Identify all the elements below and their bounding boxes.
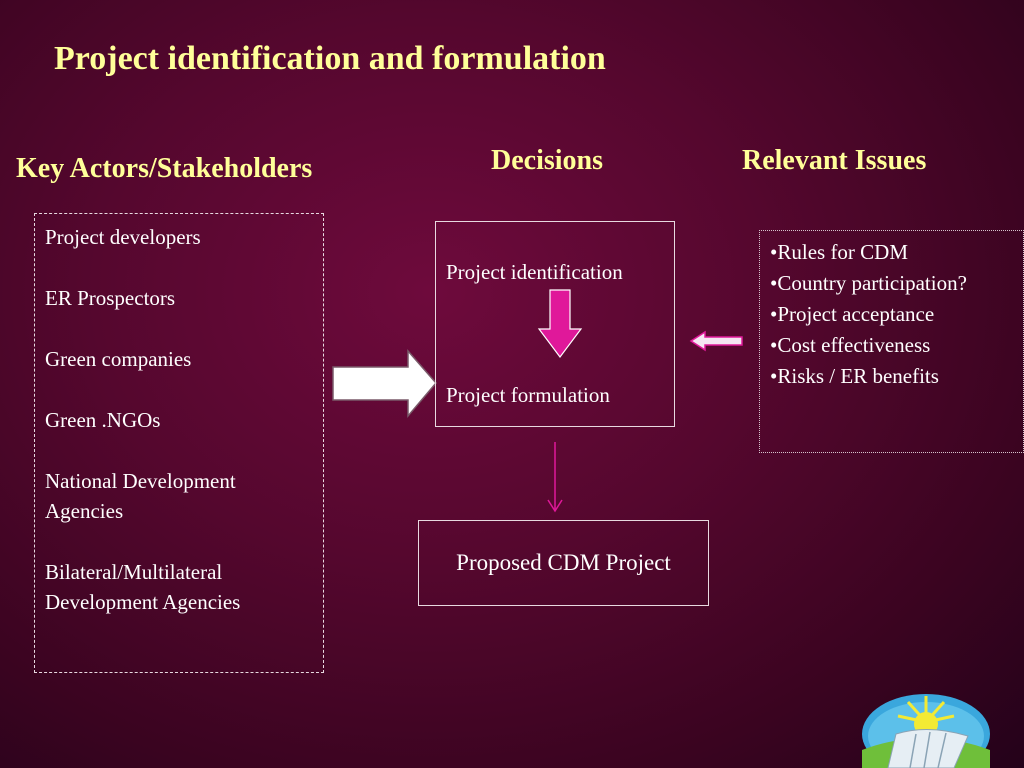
connector-down-icon bbox=[547, 442, 563, 513]
actor-item: ER Prospectors bbox=[45, 286, 176, 310]
issue-item: Country participation? bbox=[770, 268, 1023, 299]
issue-item: Project acceptance bbox=[770, 299, 1023, 330]
actor-item: Green companies bbox=[45, 347, 192, 371]
page-title: Project identification and formulation bbox=[54, 40, 606, 77]
issue-item: Cost effectiveness bbox=[770, 330, 1023, 361]
decisions-box bbox=[435, 221, 675, 427]
heading-decisions: Decisions bbox=[491, 145, 603, 176]
actor-item: National Development Agencies bbox=[45, 469, 236, 523]
actor-item: Project developers bbox=[45, 225, 201, 249]
proposed-project-box: Proposed CDM Project bbox=[418, 520, 709, 606]
heading-key-actors: Key Actors/Stakeholders bbox=[16, 153, 313, 184]
issue-item: Rules for CDM bbox=[770, 237, 1023, 268]
decision-formulation: Project formulation bbox=[446, 383, 610, 407]
actors-box: Project developers ER Prospectors Green … bbox=[34, 213, 324, 673]
sun-logo-icon bbox=[862, 694, 990, 768]
issues-box: Rules for CDM Country participation? Pro… bbox=[759, 230, 1024, 453]
issue-item: Risks / ER benefits bbox=[770, 361, 1023, 392]
actor-item: Bilateral/Multilateral Development Agenc… bbox=[45, 560, 241, 614]
arrow-right-icon bbox=[332, 349, 437, 419]
actor-item: Green .NGOs bbox=[45, 408, 161, 432]
decision-identification: Project identification bbox=[446, 260, 623, 284]
heading-relevant-issues: Relevant Issues bbox=[742, 145, 927, 176]
arrow-left-icon bbox=[689, 330, 743, 352]
arrow-down-icon bbox=[537, 289, 583, 358]
